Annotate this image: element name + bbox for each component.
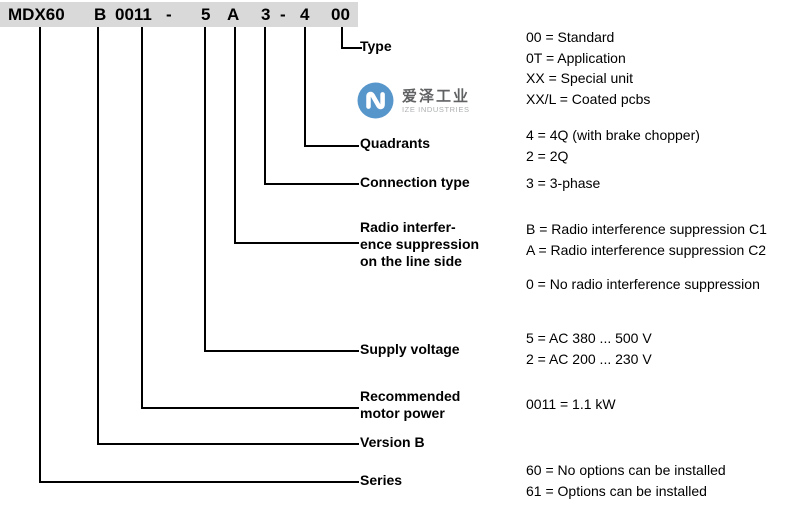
field-label-series: Series <box>360 472 403 488</box>
code-segment-connection: 3 <box>261 5 271 24</box>
watermark-text: 爱泽工业 IZE INDUSTRIES <box>402 88 470 114</box>
field-label-supply-voltage: Supply voltage <box>360 341 460 357</box>
code-segment-dash-2: - <box>280 5 286 24</box>
code-segment-radio: A <box>227 5 240 24</box>
field-label-motor-power: Recommended motor power <box>360 388 461 421</box>
option-item: XX/L = Coated pcbs <box>526 91 651 108</box>
option-item: 60 = No options can be installed <box>526 462 726 478</box>
option-item: B = Radio interference suppression C1 <box>526 221 767 237</box>
field-label-connection-type: Connection type <box>360 174 470 190</box>
option-item: 4 = 4Q (with brake chopper) <box>526 127 700 143</box>
code-segment-power: 0011 <box>115 5 152 24</box>
option-item: 2 = AC 200 ... 230 V <box>526 350 652 367</box>
field-label-quadrants: Quadrants <box>360 135 431 151</box>
connector-line-type <box>341 27 362 49</box>
option-item: 3 = 3-phase <box>526 175 601 191</box>
ize-industries-watermark: 爱泽工业 IZE INDUSTRIES <box>357 82 470 119</box>
watermark-en-text: IZE INDUSTRIES <box>402 104 470 114</box>
option-list-type: 00 = Standard 0T = Application XX = Spec… <box>526 27 650 110</box>
option-item: 0011 = 1.1 kW <box>526 396 616 412</box>
code-segment-type: 00 <box>331 5 350 24</box>
option-list-motor-power: 0011 = 1.1 kW <box>526 394 616 415</box>
watermark-cn-text: 爱泽工业 <box>402 87 471 105</box>
option-item: 0 = No radio interference suppression <box>526 276 760 292</box>
model-code-bar: MDX60 B 0011 - 5 A 3 - 4 00 <box>0 2 358 27</box>
connector-line-supply-voltage <box>204 27 359 352</box>
option-list-radio-interference-none: 0 = No radio interference suppression <box>526 274 760 295</box>
option-list-connection-type: 3 = 3-phase <box>526 173 600 194</box>
connector-line-series <box>39 27 359 483</box>
connector-line-quadrants <box>304 27 359 147</box>
option-list-series: 60 = No options can be installed 61 = Op… <box>526 460 726 501</box>
connector-line-motor-power <box>141 27 359 409</box>
code-segment-version: B <box>94 5 107 24</box>
code-segment-quadrants: 4 <box>300 5 310 24</box>
option-item: 2 = 2Q <box>526 147 569 164</box>
connector-line-connection-type <box>264 27 359 185</box>
option-list-radio-interference: B = Radio interference suppression C1 A … <box>526 219 767 260</box>
option-item: XX = Special unit <box>526 70 634 87</box>
ize-logo-icon <box>357 82 394 119</box>
option-item: 00 = Standard <box>526 29 615 45</box>
field-label-radio-interference: Radio interfer- ence suppression on the … <box>360 219 480 269</box>
option-list-quadrants: 4 = 4Q (with brake chopper) 2 = 2Q <box>526 125 700 166</box>
option-item: 0T = Application <box>526 49 626 66</box>
option-list-supply-voltage: 5 = AC 380 ... 500 V 2 = AC 200 ... 230 … <box>526 328 652 369</box>
code-segment-dash-1: - <box>166 5 172 24</box>
connector-line-radio-interference <box>234 27 359 244</box>
code-segment-voltage: 5 <box>201 5 211 24</box>
connector-line-version <box>97 27 359 445</box>
field-label-version: Version B <box>360 434 425 450</box>
option-item: 61 = Options can be installed <box>526 482 707 499</box>
code-segment-series: MDX60 <box>8 5 65 24</box>
field-label-type: Type <box>360 38 392 54</box>
option-item: A = Radio interference suppression C2 <box>526 241 767 258</box>
option-item: 5 = AC 380 ... 500 V <box>526 330 652 346</box>
